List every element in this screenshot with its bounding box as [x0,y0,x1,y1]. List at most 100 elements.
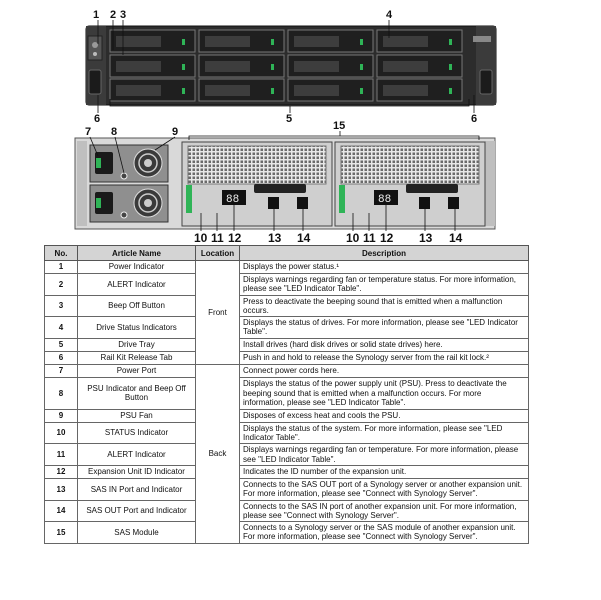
callout-3: 3 [120,9,127,21]
row-description: Connect power cords here. [239,363,529,378]
sas-module-1: 88 [181,141,333,227]
callout-12b: 12 [380,231,394,245]
callout-5: 5 [286,113,293,125]
callout-2: 2 [110,9,117,21]
drive-tray-latch [116,85,161,96]
chassis-badge [473,36,491,42]
row-number: 7 [44,363,78,378]
callout-10a: 10 [194,231,208,245]
row-description: Displays the status of the system. For m… [239,421,529,445]
drive-trays [109,29,463,102]
drive-status-led [360,39,363,45]
callout-8: 8 [111,126,118,138]
row-description: Install drives (hard disk drives or soli… [239,337,529,352]
row-article-name: Power Port [77,363,196,378]
row-article-name: Expansion Unit ID Indicator [77,464,196,479]
callout-11a: 11 [211,231,224,245]
row-article-name: Rail Kit Release Tab [77,350,196,365]
psu-indicator-2 [120,211,128,219]
row-number: 8 [44,376,78,410]
row-article-name: ALERT Indicator [77,443,196,466]
power-port-1 [95,152,113,174]
drive-status-led [182,39,185,45]
row-description: Displays the power status.¹ [239,260,529,274]
beep-off-button [93,52,97,56]
drive-tray-latch [294,85,339,96]
callout-6-left: 6 [94,113,101,125]
row-number: 5 [44,337,78,352]
callout-14b: 14 [449,231,463,245]
drive-tray-latch [383,61,428,72]
callout-14a: 14 [297,231,311,245]
drive-status-led [360,64,363,70]
row-number: 1 [44,260,78,274]
row-number: 4 [44,316,78,339]
row-number: 2 [44,273,78,296]
row-article-name: SAS OUT Port and Indicator [77,499,196,523]
drive-status-led [271,88,274,94]
drive-status-led [360,88,363,94]
row-number: 15 [44,521,78,544]
row-description: Displays warnings regarding fan or tempe… [239,443,529,466]
row-number: 9 [44,408,78,423]
callout-4: 4 [386,9,393,21]
power-indicator [92,42,98,48]
callout-15: 15 [333,120,346,132]
row-description: Push in and hold to release the Synology… [239,350,529,365]
row-number: 10 [44,421,78,445]
row-description: Displays the status of the power supply … [239,376,529,410]
drive-tray-latch [205,61,250,72]
expansion-id-display-2 [374,190,398,205]
callout-10b: 10 [346,231,360,245]
row-description: Displays warnings regarding fan or tempe… [239,273,529,296]
drive-tray-latch [383,85,428,96]
header-description: Description [239,245,529,261]
drive-tray-latch [205,36,250,47]
row-description: Displays the status of drives. For more … [239,316,529,339]
sas-out-port-1 [297,197,308,209]
sas-module-2: 88 [334,141,486,227]
drive-status-led [271,39,274,45]
drive-status-led [449,88,452,94]
header-no: No. [44,245,78,261]
callout-11b: 11 [363,231,376,245]
sas-out-port-2 [448,197,459,209]
row-description: Connects to a Synology server or the SAS… [239,521,529,544]
drive-tray-latch [205,85,250,96]
drive-tray-latch [116,36,161,47]
release-tab-left [88,69,102,95]
row-number: 6 [44,350,78,365]
drive-tray-latch [116,61,161,72]
row-article-name: SAS Module [77,521,196,544]
row-article-name: Drive Status Indicators [77,316,196,339]
drive-tray-latch [383,36,428,47]
table-header-row: No. Article Name Location Description [44,245,529,261]
svg-text:88: 88 [226,194,239,206]
row-number: 13 [44,477,78,501]
callout-9: 9 [172,126,179,138]
callout-12a: 12 [228,231,242,245]
callout-6-right: 6 [471,113,478,125]
drive-status-led [449,64,452,70]
location-back: Back [195,363,240,544]
drive-tray-latch [294,61,339,72]
row-article-name: PSU Fan [77,408,196,423]
callout-13b: 13 [419,231,433,245]
callout-1: 1 [93,9,100,21]
front-panel-illustration: 88 88 [74,20,497,231]
row-number: 12 [44,464,78,479]
location-front: Front [195,260,240,365]
row-number: 14 [44,499,78,523]
row-description: Indicates the ID number of the expansion… [239,464,529,479]
